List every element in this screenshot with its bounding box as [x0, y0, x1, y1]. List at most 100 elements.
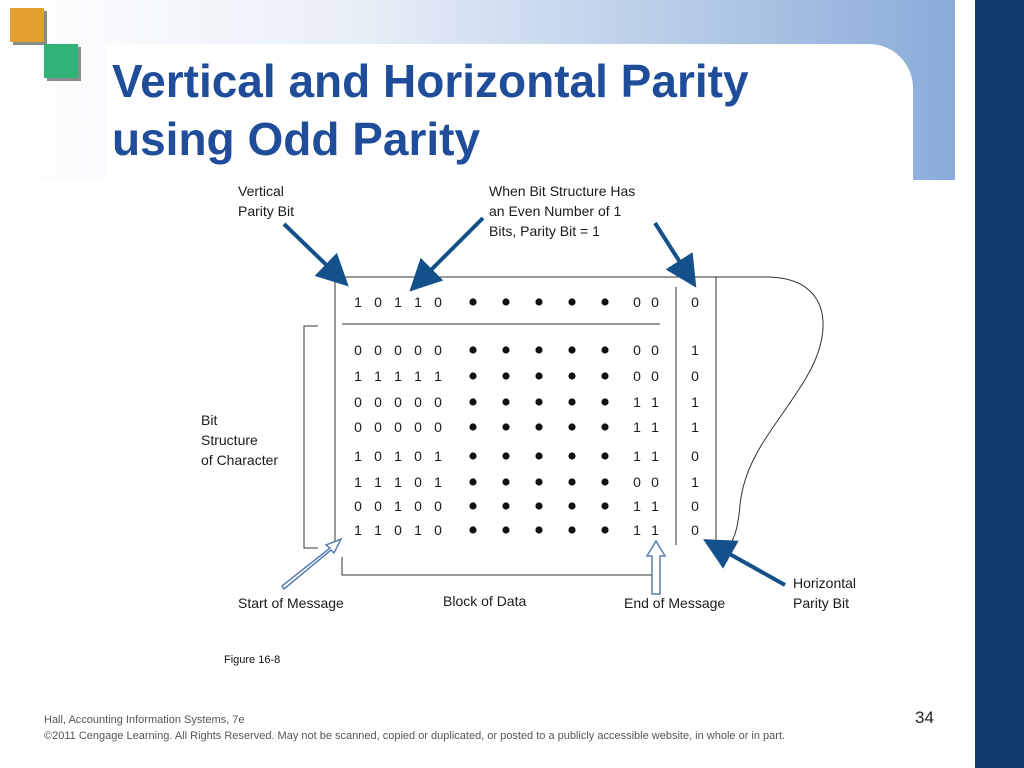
- ellipsis-dot: [601, 398, 609, 406]
- data-bit: 1: [374, 474, 382, 490]
- ellipsis-dot: [469, 526, 477, 534]
- ellipsis-dot: [568, 298, 576, 306]
- data-bit: 0: [414, 419, 422, 435]
- data-bit: 1: [374, 368, 382, 384]
- ellipsis-dot: [568, 423, 576, 431]
- title-panel: [105, 44, 913, 194]
- decor-square-green: [44, 44, 78, 78]
- ellipsis-dot: [502, 502, 510, 510]
- block-of-data-label: Block of Data: [443, 593, 526, 609]
- ellipsis-dot: [601, 478, 609, 486]
- bit-structure-bracket: [303, 325, 318, 549]
- data-bit: 0: [374, 394, 382, 410]
- ellipsis-dot: [502, 346, 510, 354]
- data-bit: 1: [394, 448, 402, 464]
- horizontal-parity-bit: 1: [691, 419, 699, 435]
- data-bit: 0: [374, 448, 382, 464]
- data-bit: 0: [374, 342, 382, 358]
- ellipsis-dot: [568, 398, 576, 406]
- ellipsis-dot: [469, 452, 477, 460]
- message-curve: [715, 276, 824, 551]
- data-bit: 1: [374, 522, 382, 538]
- data-bit: 0: [633, 342, 641, 358]
- side-gap: [955, 0, 975, 768]
- data-bit: 0: [434, 498, 442, 514]
- data-bit: 1: [394, 474, 402, 490]
- ellipsis-dot: [502, 478, 510, 486]
- data-bit: 0: [354, 394, 362, 410]
- data-bit: 1: [354, 368, 362, 384]
- data-bit: 0: [651, 342, 659, 358]
- data-bit: 1: [354, 448, 362, 464]
- horizontal-parity-bit: 1: [691, 394, 699, 410]
- ellipsis-dot: [535, 478, 543, 486]
- ellipsis-dot: [502, 398, 510, 406]
- data-bit: 0: [374, 419, 382, 435]
- ellipsis-dot: [535, 372, 543, 380]
- ellipsis-dot: [535, 526, 543, 534]
- start-of-message-label: Start of Message: [238, 595, 344, 611]
- ellipsis-dot: [469, 372, 477, 380]
- horizontal-parity-bit: 0: [691, 498, 699, 514]
- footer-citation: Hall, Accounting Information Systems, 7e: [44, 714, 245, 726]
- ellipsis-dot: [469, 478, 477, 486]
- vertical-parity-bit: 1: [394, 294, 402, 310]
- ellipsis-dot: [502, 372, 510, 380]
- data-bit: 0: [394, 419, 402, 435]
- data-bit: 0: [434, 522, 442, 538]
- data-bit: 0: [394, 522, 402, 538]
- figure-caption: Figure 16-8: [224, 654, 281, 666]
- data-bit: 1: [394, 498, 402, 514]
- ellipsis-dot: [568, 346, 576, 354]
- vertical-parity-bit: 1: [354, 294, 362, 310]
- data-bit: 0: [651, 368, 659, 384]
- data-bit: 0: [354, 342, 362, 358]
- data-bit: 0: [414, 448, 422, 464]
- data-bit: 0: [354, 498, 362, 514]
- title-line-2: using Odd Parity: [112, 113, 481, 165]
- bit-structure-label: Bit Structure of Character: [201, 412, 278, 468]
- data-bit: 0: [414, 498, 422, 514]
- ellipsis-dot: [469, 398, 477, 406]
- ellipsis-dot: [568, 452, 576, 460]
- data-bit: 0: [434, 394, 442, 410]
- start-of-message-arrow: [280, 537, 343, 591]
- ellipsis-dot: [502, 423, 510, 431]
- ellipsis-dot: [535, 452, 543, 460]
- footer-copyright: ©2011 Cengage Learning. All Rights Reser…: [44, 730, 786, 742]
- data-bit: 0: [394, 394, 402, 410]
- vertical-parity-bit: 0: [374, 294, 382, 310]
- horizontal-parity-bit: 0: [691, 522, 699, 538]
- data-bit: 1: [651, 419, 659, 435]
- ellipsis-dot: [568, 526, 576, 534]
- horizontal-parity-bit: 0: [691, 294, 699, 310]
- data-bit: 0: [633, 474, 641, 490]
- data-bit: 0: [374, 498, 382, 514]
- even-note-arrow-left: [409, 216, 485, 292]
- ellipsis-dot: [601, 526, 609, 534]
- page-number: 34: [915, 708, 934, 727]
- ellipsis-dot: [469, 298, 477, 306]
- slide-title: Vertical and Horizontal Parity using Odd…: [112, 52, 912, 168]
- ellipsis-dot: [601, 346, 609, 354]
- data-bit: 0: [414, 394, 422, 410]
- vertical-parity-bit: 0: [434, 294, 442, 310]
- ellipsis-dot: [601, 423, 609, 431]
- data-bit: 1: [633, 522, 641, 538]
- data-bit: 1: [434, 474, 442, 490]
- horizontal-parity-bit: 0: [691, 448, 699, 464]
- data-bit: 1: [633, 419, 641, 435]
- data-bit: 1: [651, 522, 659, 538]
- ellipsis-dot: [535, 298, 543, 306]
- horizontal-parity-bit: 1: [691, 342, 699, 358]
- vertical-parity-arrow: [282, 222, 349, 287]
- block-of-data-bracket: [341, 557, 661, 576]
- ellipsis-dot: [601, 372, 609, 380]
- horizontal-parity-bit: 1: [691, 474, 699, 490]
- decor-square-orange: [10, 8, 44, 42]
- even-note-arrow-right: [653, 221, 697, 288]
- data-bit: 1: [414, 368, 422, 384]
- data-bit: 0: [414, 474, 422, 490]
